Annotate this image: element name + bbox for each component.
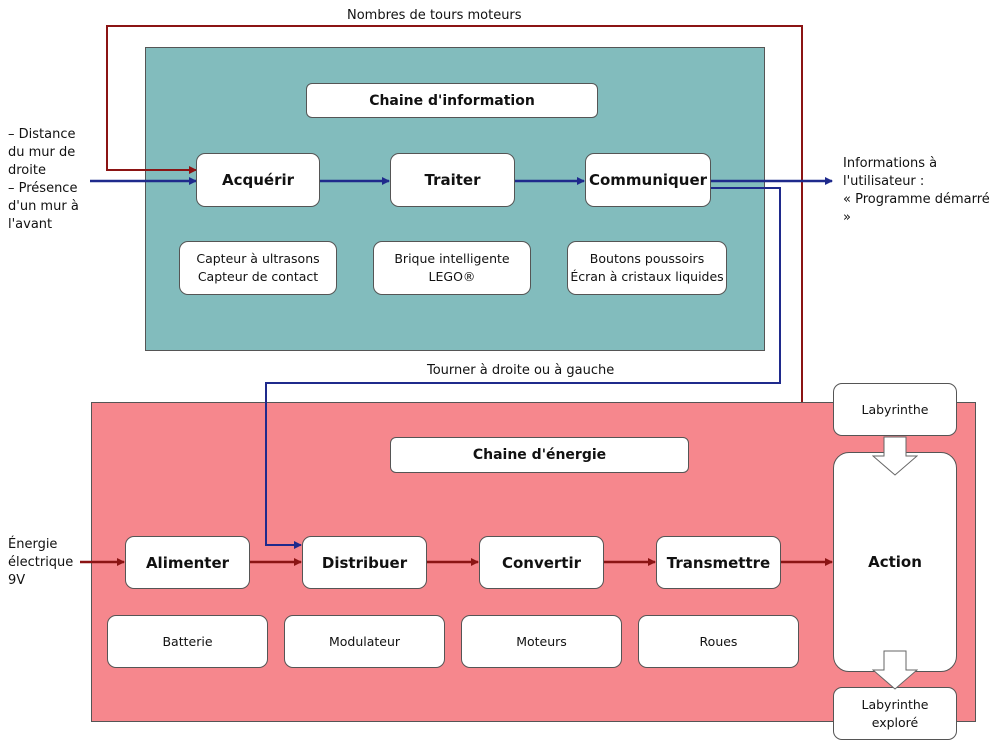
- energy-input-label: Énergie électrique 9V: [8, 537, 74, 588]
- acquire-function-box: Acquérir: [196, 153, 320, 207]
- distribute-components-box: Modulateur: [284, 615, 445, 668]
- motor-turns-label: Nombres de tours moteurs: [347, 8, 522, 23]
- information-chain-title: Chaine d'information: [306, 83, 598, 118]
- supply-function-box: Alimenter: [125, 536, 250, 589]
- acquire-components-box: Capteur à ultrasons Capteur de contact: [179, 241, 337, 295]
- block-arrow-down-icon: [872, 436, 918, 476]
- process-components-box: Brique intelligente LEGO®: [373, 241, 531, 295]
- turn-order-line: [265, 187, 781, 549]
- transmit-function-box: Transmettre: [656, 536, 781, 589]
- block-arrow-down-icon: [872, 650, 918, 690]
- action-function-box: Action: [833, 452, 957, 672]
- turn-order-label: Tourner à droite ou à gauche: [427, 363, 615, 378]
- transmit-components-box: Roues: [638, 615, 799, 668]
- user-info-label: Informations à l'utilisateur : « Program…: [843, 156, 990, 225]
- distribute-function-box: Distribuer: [302, 536, 427, 589]
- motor-turns-feedback-line: [106, 25, 803, 402]
- sensor-inputs-label: – Distance du mur de droite – Présence d…: [8, 127, 79, 232]
- convert-function-box: Convertir: [479, 536, 604, 589]
- convert-components-box: Moteurs: [461, 615, 622, 668]
- process-function-box: Traiter: [390, 153, 515, 207]
- supply-components-box: Batterie: [107, 615, 268, 668]
- communicate-function-box: Communiquer: [585, 153, 711, 207]
- explored-maze-box: Labyrinthe exploré: [833, 687, 957, 740]
- communicate-components-box: Boutons poussoirs Écran à cristaux liqui…: [567, 241, 727, 295]
- maze-input-box: Labyrinthe: [833, 383, 957, 436]
- energy-chain-title: Chaine d'énergie: [390, 437, 689, 473]
